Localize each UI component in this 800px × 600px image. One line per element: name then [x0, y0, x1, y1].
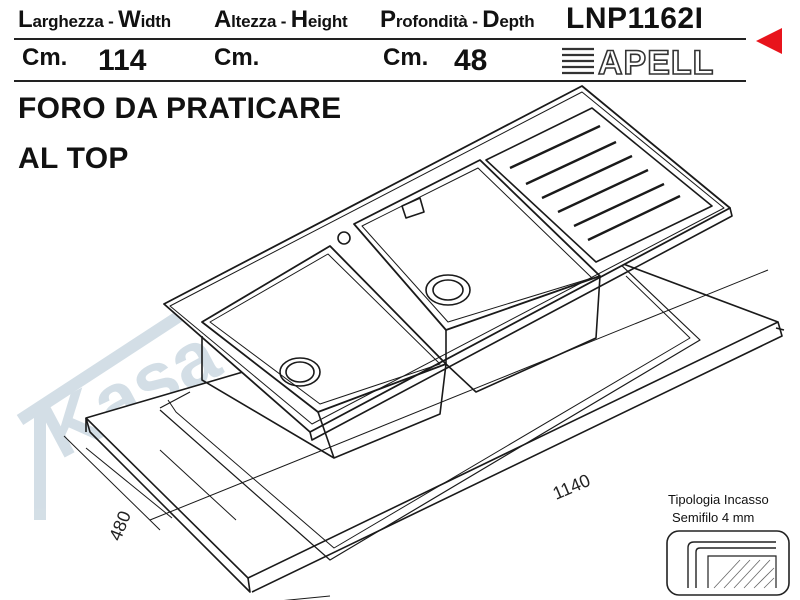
height-unit: Cm.: [214, 44, 260, 71]
length-dimension: 1140: [550, 470, 593, 504]
brand-name: APELL: [598, 44, 714, 78]
install-type-line2: Semifilo 4 mm: [672, 510, 755, 525]
width-unit: Cm.: [22, 44, 68, 71]
right-bowl: [337, 159, 601, 393]
height-label: Altezza - Height: [214, 6, 348, 33]
width-label: Larghezza - Width: [18, 6, 171, 33]
product-code: LNP1162I: [566, 2, 704, 35]
width-value: 114: [98, 44, 147, 77]
header-rule-top: [14, 38, 746, 40]
cut-hole-line1: FORO DA PRATICARE: [18, 92, 342, 125]
install-type-line1: Tipologia Incasso: [668, 492, 769, 507]
depth-label: Profondità - Depth: [380, 6, 535, 33]
depth-unit: Cm.: [383, 44, 429, 71]
red-arrow-icon: [756, 28, 782, 54]
header-rule-bottom: [14, 80, 746, 82]
sink-top-plate: [163, 85, 733, 441]
depth-value: 48: [454, 44, 488, 77]
drainer: [485, 107, 713, 263]
semifilo-profile-icon: [666, 530, 790, 596]
cut-hole-line2: AL TOP: [18, 142, 129, 175]
apell-logo: APELL: [562, 43, 714, 78]
depth-dimension: 480: [105, 508, 135, 543]
dimension-lines: [63, 269, 769, 600]
